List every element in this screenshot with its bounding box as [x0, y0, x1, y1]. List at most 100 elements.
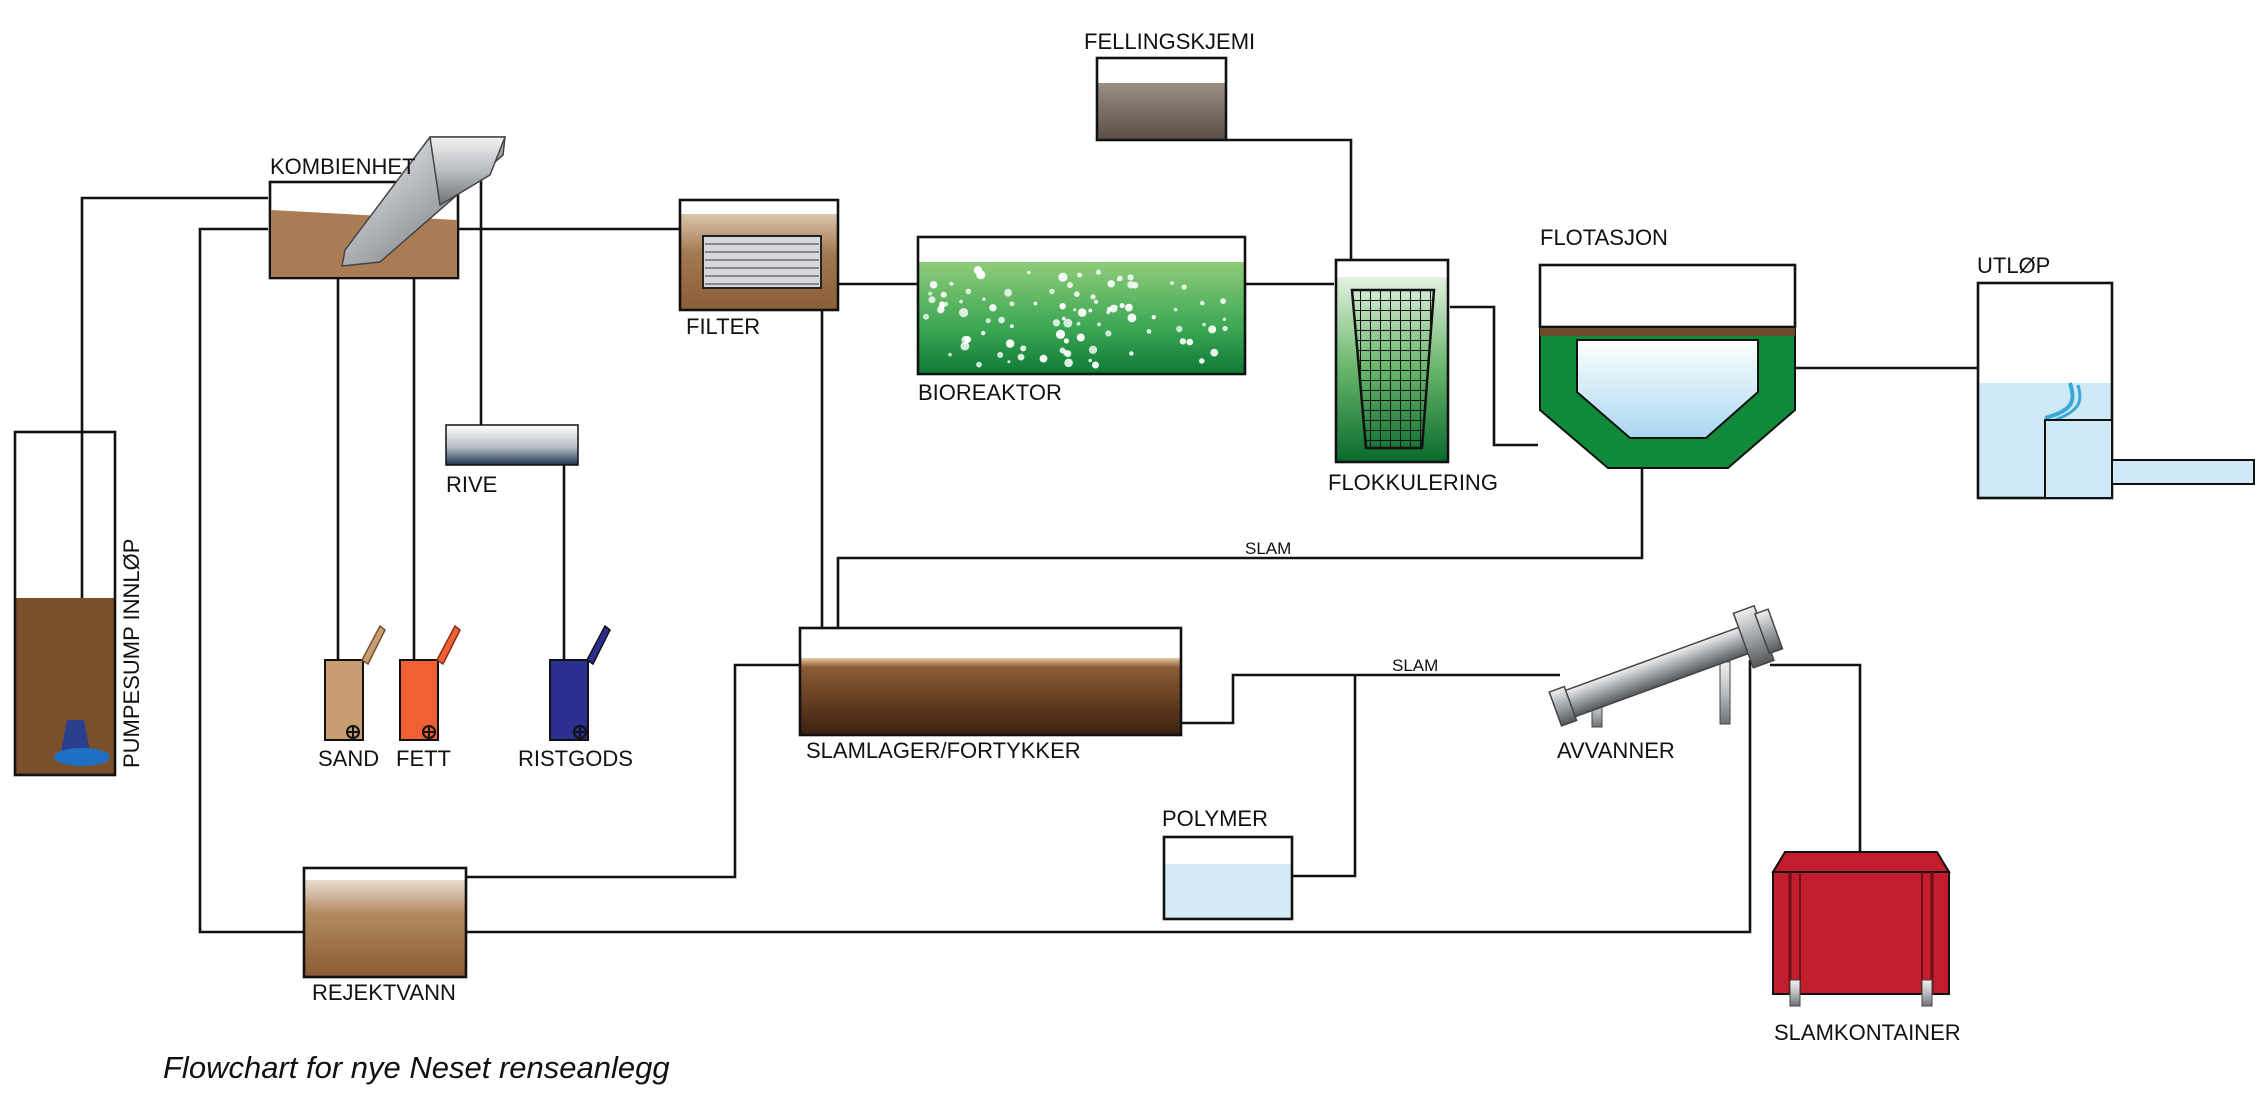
- bubble: [1151, 315, 1157, 320]
- bubble: [1066, 282, 1073, 288]
- bubble: [1074, 291, 1080, 297]
- bubble: [1090, 294, 1096, 300]
- bubble: [982, 297, 986, 301]
- label-flokkulering: FLOKKULERING: [1328, 470, 1498, 495]
- diagram-caption: Flowchart for nye Neset renseanlegg: [163, 1050, 670, 1085]
- label-avvanner: AVVANNER: [1557, 738, 1675, 763]
- label-flotasjon: FLOTASJON: [1540, 225, 1668, 250]
- label-kombienhet: KOMBIENHET: [270, 154, 415, 179]
- mixer-grid-icon: [1350, 288, 1436, 450]
- bubble: [976, 361, 982, 368]
- bubble: [1063, 338, 1069, 344]
- bubble: [1199, 358, 1205, 364]
- bubble: [1114, 305, 1118, 309]
- bubble: [1063, 318, 1073, 328]
- bubble: [1107, 280, 1115, 288]
- label-polymer: POLYMER: [1162, 806, 1268, 831]
- label-slam-top: SLAM: [1245, 539, 1291, 558]
- bubble: [964, 336, 972, 343]
- avvanner-unit: [1548, 604, 1784, 728]
- bubble: [1097, 322, 1101, 327]
- bubble: [985, 318, 991, 324]
- filter-unit: [678, 198, 840, 312]
- ristgods-container: [549, 624, 611, 741]
- bubble: [1092, 361, 1099, 369]
- bubble: [1020, 345, 1027, 352]
- bubble: [998, 316, 1005, 324]
- sand-container: [324, 624, 386, 741]
- bubble: [923, 313, 929, 320]
- labels: PUMPESUMP INNLØP KOMBIENHET FILTER BIORE…: [119, 29, 2050, 1085]
- bubble: [1129, 351, 1134, 356]
- bubble: [1076, 321, 1081, 326]
- bubble: [1076, 333, 1085, 342]
- rive-unit: [445, 424, 579, 466]
- bubble: [1202, 322, 1206, 327]
- bubble: [1049, 288, 1055, 295]
- bubble: [1116, 277, 1121, 282]
- bubble: [1179, 338, 1187, 345]
- bubble: [949, 281, 954, 286]
- bubble: [1210, 348, 1219, 357]
- polymer-tank: [1162, 835, 1294, 921]
- bubble: [1200, 300, 1205, 306]
- bubble: [1181, 284, 1187, 290]
- label-slamkontainer: SLAMKONTAINER: [1774, 1020, 1961, 1045]
- slamlager-tank: [798, 626, 1183, 737]
- bubble: [1033, 301, 1038, 306]
- bubble: [948, 352, 952, 357]
- bubble: [960, 341, 970, 351]
- bubble: [1146, 329, 1152, 334]
- bubble: [997, 351, 1004, 358]
- bubble: [1077, 308, 1087, 317]
- bubble: [1208, 325, 1217, 334]
- bubble: [1017, 353, 1025, 361]
- bubble: [973, 266, 983, 275]
- label-pumpesump: PUMPESUMP INNLØP: [119, 539, 144, 768]
- bubble: [928, 296, 936, 304]
- bubble: [1007, 360, 1011, 364]
- bubble: [989, 304, 997, 312]
- bubble: [1055, 329, 1066, 339]
- filter-element-icon: [702, 235, 822, 289]
- bubbles-icon: [923, 266, 1228, 369]
- bubble: [1063, 350, 1069, 356]
- label-slam-bottom: SLAM: [1392, 656, 1438, 675]
- label-rejektvann: REJEKTVANN: [312, 980, 456, 1005]
- bubble: [1005, 339, 1015, 348]
- bubble: [1004, 288, 1012, 297]
- bubble: [939, 301, 945, 307]
- label-fett: FETT: [396, 746, 451, 771]
- bubble: [959, 308, 969, 318]
- bubble: [929, 281, 938, 289]
- bubble: [1052, 319, 1060, 327]
- bubble: [1077, 272, 1082, 278]
- bubble: [1222, 325, 1228, 332]
- bubble: [1059, 303, 1066, 310]
- bubble: [1064, 358, 1073, 368]
- label-sand: SAND: [318, 746, 379, 771]
- bioreaktor-tank: [916, 235, 1247, 376]
- bubble: [1106, 310, 1110, 315]
- pumpesump-tank: [13, 430, 117, 777]
- bubble: [981, 330, 986, 336]
- bubble: [1222, 317, 1226, 321]
- bubble: [1220, 298, 1226, 305]
- rejektvann-tank: [302, 866, 468, 979]
- bubble: [1088, 345, 1098, 354]
- utlop-tank: [1976, 281, 2255, 500]
- label-slamlager: SLAMLAGER/FORTYKKER: [806, 738, 1081, 763]
- bubble: [1073, 308, 1077, 312]
- bubble: [1088, 308, 1093, 313]
- pipes: [80, 138, 1977, 934]
- bubble: [1094, 299, 1099, 304]
- label-fellingskjemi: FELLINGSKJEMI: [1084, 29, 1255, 54]
- label-utlop: UTLØP: [1977, 253, 2050, 278]
- bubble: [1062, 316, 1066, 321]
- fellingskjemi-tank: [1095, 56, 1228, 142]
- bubble: [1186, 338, 1194, 346]
- bubble: [1009, 301, 1015, 307]
- label-ristgods: RISTGODS: [518, 746, 633, 771]
- bubble: [1125, 303, 1133, 312]
